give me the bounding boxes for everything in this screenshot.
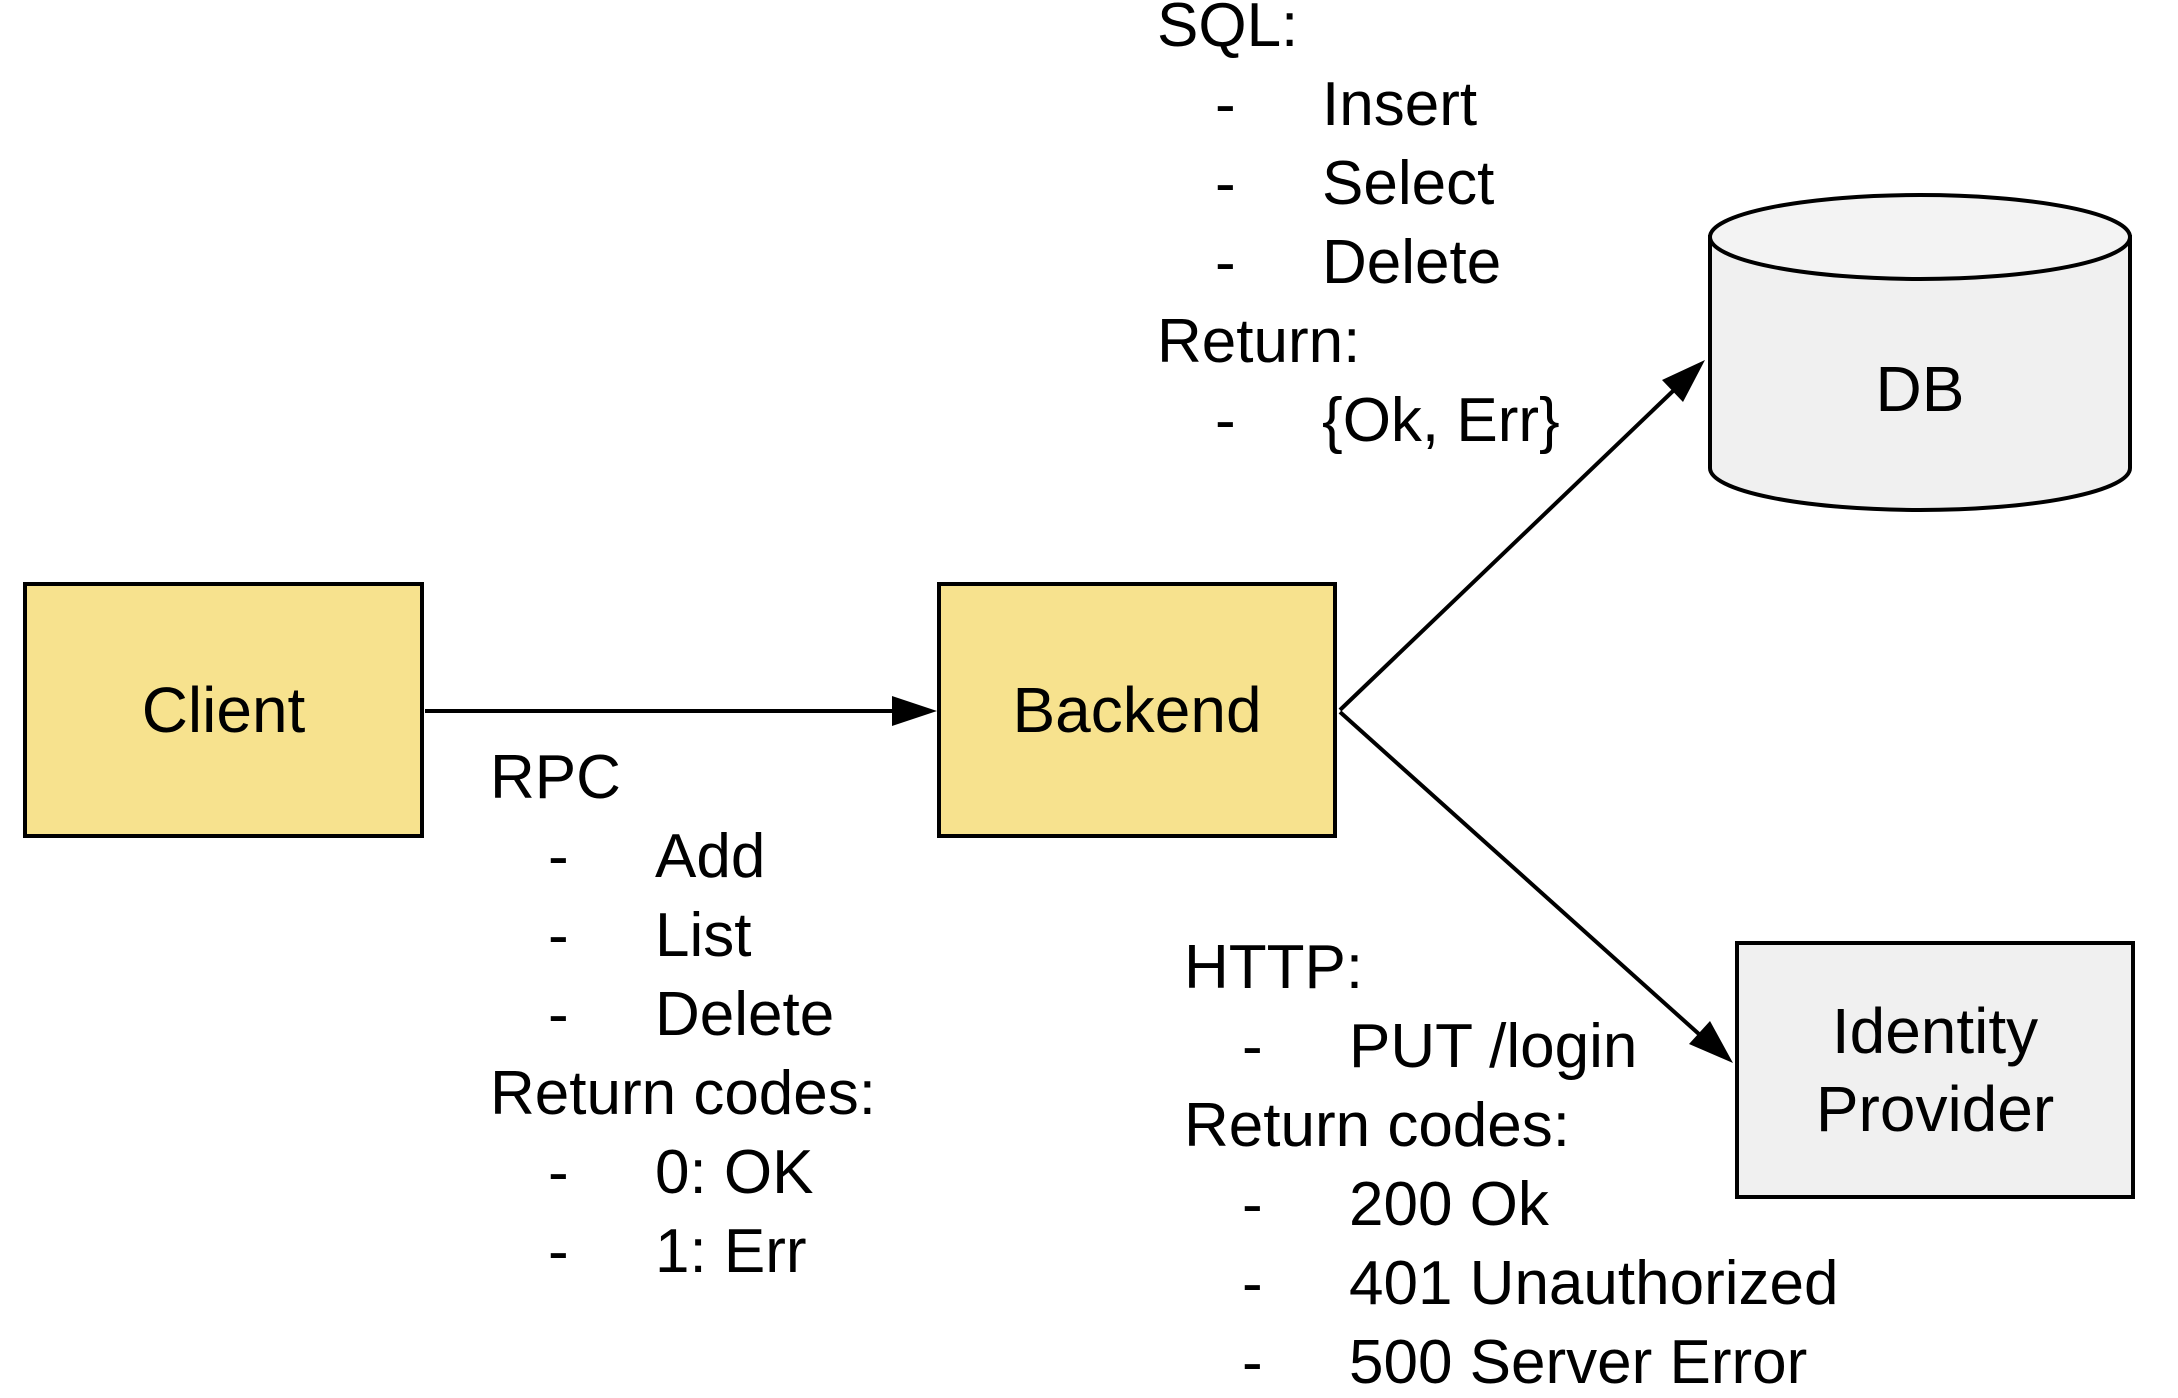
node-client-label: Client <box>141 674 306 746</box>
node-db-label: DB <box>1875 352 1965 425</box>
edge-backend-db <box>1338 360 1705 712</box>
edge-line <box>1338 389 1675 712</box>
arrowhead-icon <box>892 696 937 726</box>
db-cylinder-body <box>1708 235 2132 512</box>
arrowhead-icon <box>1689 1021 1733 1063</box>
db-cylinder-top <box>1708 193 2132 281</box>
node-client: Client <box>23 582 424 838</box>
node-identity-provider: Identity Provider <box>1735 941 2135 1199</box>
db-cylinder <box>1708 193 2132 512</box>
edge-line <box>1338 710 1702 1037</box>
node-backend: Backend <box>937 582 1337 838</box>
edge-client-backend <box>425 696 937 726</box>
edge-backend-identity-provider <box>1338 710 1733 1063</box>
node-identity-provider-label: Identity Provider <box>1815 995 2055 1145</box>
arrowhead-icon <box>1662 360 1705 402</box>
node-backend-label: Backend <box>1012 674 1262 746</box>
